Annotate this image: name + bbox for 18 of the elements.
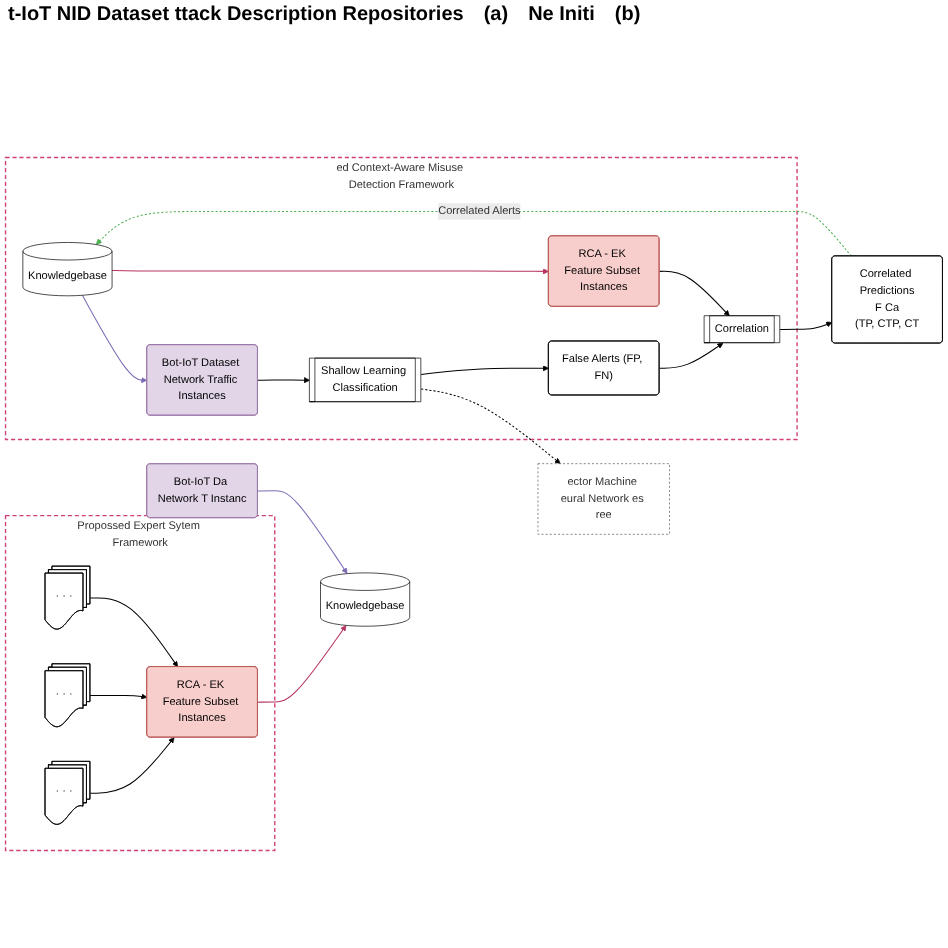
- arrow: [658, 342, 724, 369]
- note-text: Ne Initi: [528, 4, 595, 26]
- arrow: [89, 597, 179, 668]
- arrow: [95, 211, 852, 257]
- arrow: [420, 388, 561, 464]
- arrow: [257, 490, 348, 574]
- arrow: [89, 737, 175, 794]
- arrow: [111, 268, 549, 275]
- arrow: [257, 625, 347, 703]
- arrow: [420, 365, 549, 375]
- note-text: (a): [483, 4, 509, 26]
- arrow: [779, 321, 833, 331]
- note-text: (b): [614, 4, 641, 26]
- arrow: [89, 693, 148, 700]
- note-text: t-IoT NID Dataset ttack Description Repositories: [8, 4, 464, 26]
- arrow: [658, 270, 730, 317]
- arrow: [257, 377, 310, 384]
- arrow: [81, 294, 148, 384]
